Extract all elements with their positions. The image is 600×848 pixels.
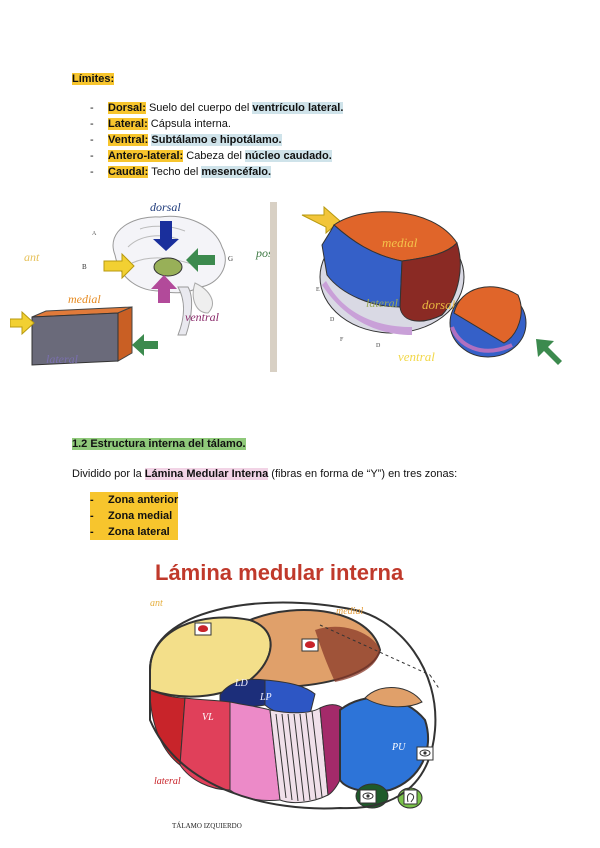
thalamus-shape (154, 258, 182, 276)
label-ventral-r: ventral (398, 349, 435, 364)
label-lateral: lateral (46, 352, 79, 366)
zone-label: Zona anterior (108, 494, 178, 506)
arrow-post-icon (536, 339, 562, 365)
svg-text:E: E (316, 287, 320, 293)
term: Lateral: (108, 118, 148, 130)
item-strong: Subtálamo e hipotálamo. (151, 134, 281, 146)
item-text: Cabeza del (183, 150, 245, 162)
limites-heading-text: Límites: (72, 73, 114, 85)
item-strong: ventrículo lateral. (252, 102, 343, 114)
label-ant: ant (24, 250, 40, 264)
term: Ventral: (108, 134, 148, 146)
limites-heading: Límites: (72, 71, 114, 87)
item-strong: mesencéfalo. (201, 166, 271, 178)
section-heading: 1.2 Estructura interna del tálamo. (72, 436, 246, 452)
arrow-right-icon (132, 334, 158, 356)
list-item: -Lateral: Cápsula interna. (90, 116, 490, 132)
zone-label: Zona lateral (108, 526, 170, 538)
list-item: -Zona anterior (90, 492, 178, 508)
svg-text:F: F (340, 337, 344, 343)
thalamus-ovoid-figure: medial lateral dorsal ventral E D F D (282, 195, 562, 375)
label-ant-2: ant (150, 598, 163, 609)
item-text: Techo del (148, 166, 201, 178)
item-text: Cápsula interna. (148, 118, 231, 130)
label-medial-r: medial (382, 235, 418, 250)
label-lateral-r: lateral (366, 296, 399, 310)
list-item: -Ventral: Subtálamo e hipotálamo. (90, 132, 490, 148)
label-pu: PU (391, 742, 406, 753)
intro-pre: Dividido por la (72, 468, 145, 480)
svg-text:A: A (92, 231, 97, 237)
label-lp: LP (259, 692, 272, 703)
zone-pulvinar (340, 698, 428, 792)
label-medial-2: medial (336, 606, 363, 617)
item-text: Suelo del cuerpo del (146, 102, 252, 114)
svg-text:D: D (330, 317, 335, 323)
label-lateral-2: lateral (154, 776, 181, 787)
section-heading-text: 1.2 Estructura interna del tálamo. (72, 438, 246, 450)
term: Dorsal: (108, 102, 146, 114)
list-item: -Zona medial (90, 508, 178, 524)
section-intro: Dividido por la Lámina Medular Interna (… (72, 466, 542, 482)
lamina-medular-figure: ant medial lateral LD LP VL PU TÁLAMO IZ… (140, 590, 460, 835)
limites-list: -Dorsal: Suelo del cuerpo del ventrículo… (90, 100, 490, 180)
zone-label: Zona medial (108, 510, 172, 522)
ear-icon (404, 790, 417, 804)
svg-text:G: G (228, 255, 233, 263)
arrow-left-icon (10, 312, 34, 334)
figure-divider (270, 202, 277, 372)
term: Antero-lateral: (108, 150, 183, 162)
label-vl: VL (202, 712, 214, 723)
list-item: -Dorsal: Suelo del cuerpo del ventrículo… (90, 100, 490, 116)
figure2-title: Lámina medular interna (155, 560, 403, 586)
list-item: -Zona lateral (90, 524, 178, 540)
label-medial: medial (68, 292, 101, 306)
label-ld: LD (234, 678, 249, 689)
intro-post: (fibras en forma de “Y”) en tres zonas: (268, 468, 457, 480)
item-strong: núcleo caudado. (245, 150, 332, 162)
label-dorsal: dorsal (150, 200, 181, 214)
label-ventral: ventral (185, 310, 220, 324)
label-dorsal-r: dorsal (422, 297, 456, 312)
intro-strong: Lámina Medular Interna (145, 468, 268, 480)
svg-text:B: B (82, 263, 87, 271)
list-item: -Caudal: Techo del mesencéfalo. (90, 164, 490, 180)
brain-orientation-figure: dorsal ant post medial ventral A B G lat… (10, 195, 272, 375)
list-item: -Antero-lateral: Cabeza del núcleo cauda… (90, 148, 490, 164)
svg-text:D: D (376, 343, 381, 349)
figure-caption: TÁLAMO IZQUIERDO (172, 822, 242, 830)
term: Caudal: (108, 166, 148, 178)
cube-side (118, 307, 132, 361)
zones-list: -Zona anterior -Zona medial -Zona latera… (90, 492, 178, 540)
